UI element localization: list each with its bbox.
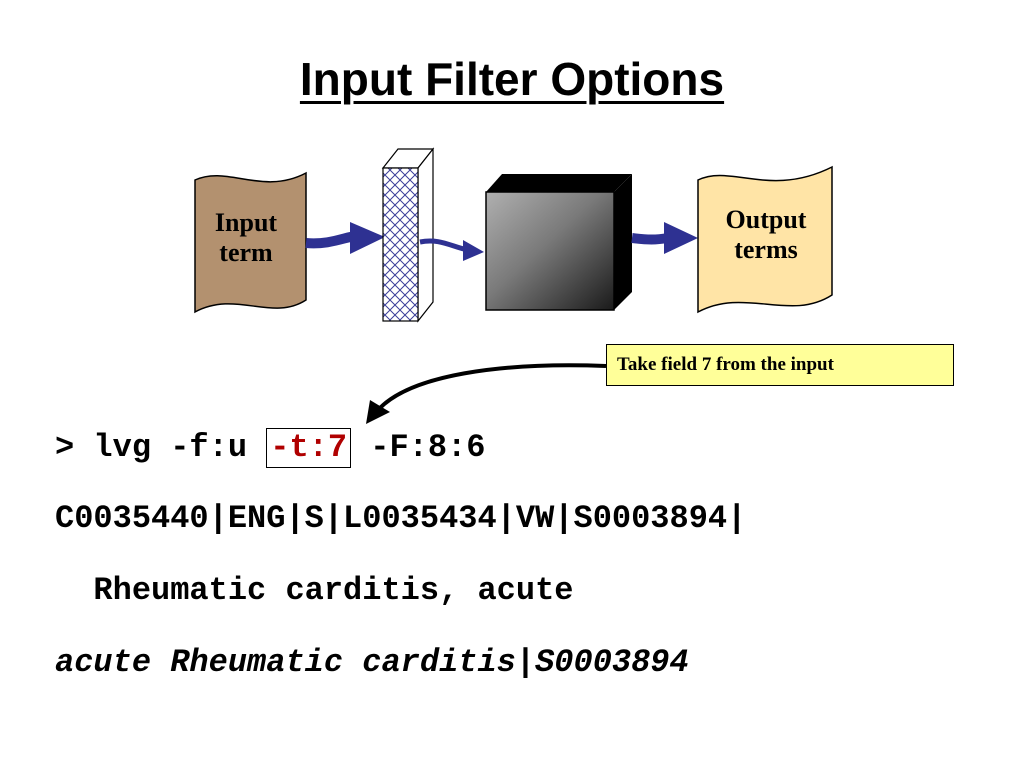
- filter-panel: [381, 147, 435, 323]
- arrow-box-to-output: [631, 222, 698, 254]
- input-term-line2: term: [219, 238, 273, 267]
- command-highlight-option: -t:7: [266, 428, 352, 468]
- input-scroll: [194, 171, 307, 314]
- output-terms-label: Output terms: [705, 205, 827, 265]
- input-term-label: Input term: [195, 208, 297, 268]
- output-terms-line1: Output: [725, 205, 807, 234]
- arrow-input-to-filter: [305, 222, 385, 254]
- arrow-filter-to-box: [419, 238, 484, 261]
- output-terms-line2: terms: [734, 235, 798, 264]
- command-prompt: > lvg -f:u: [55, 429, 267, 466]
- output-line-2: Rheumatic carditis, acute: [55, 572, 574, 609]
- black-box: [485, 174, 632, 311]
- callout-arrow: [366, 363, 607, 424]
- command-rest: -F:8:6: [351, 429, 486, 466]
- output-line-1: C0035440|ENG|S|L0035434|VW|S0003894|: [55, 500, 747, 537]
- callout-box: Take field 7 from the input: [606, 344, 954, 386]
- input-term-line1: Input: [214, 208, 278, 237]
- slide-title: Input Filter Options: [299, 53, 725, 105]
- command-line: > lvg -f:u -t:7 -F:8:6: [55, 428, 485, 468]
- output-line-3: acute Rheumatic carditis|S0003894: [55, 644, 689, 681]
- output-scroll: [697, 165, 833, 314]
